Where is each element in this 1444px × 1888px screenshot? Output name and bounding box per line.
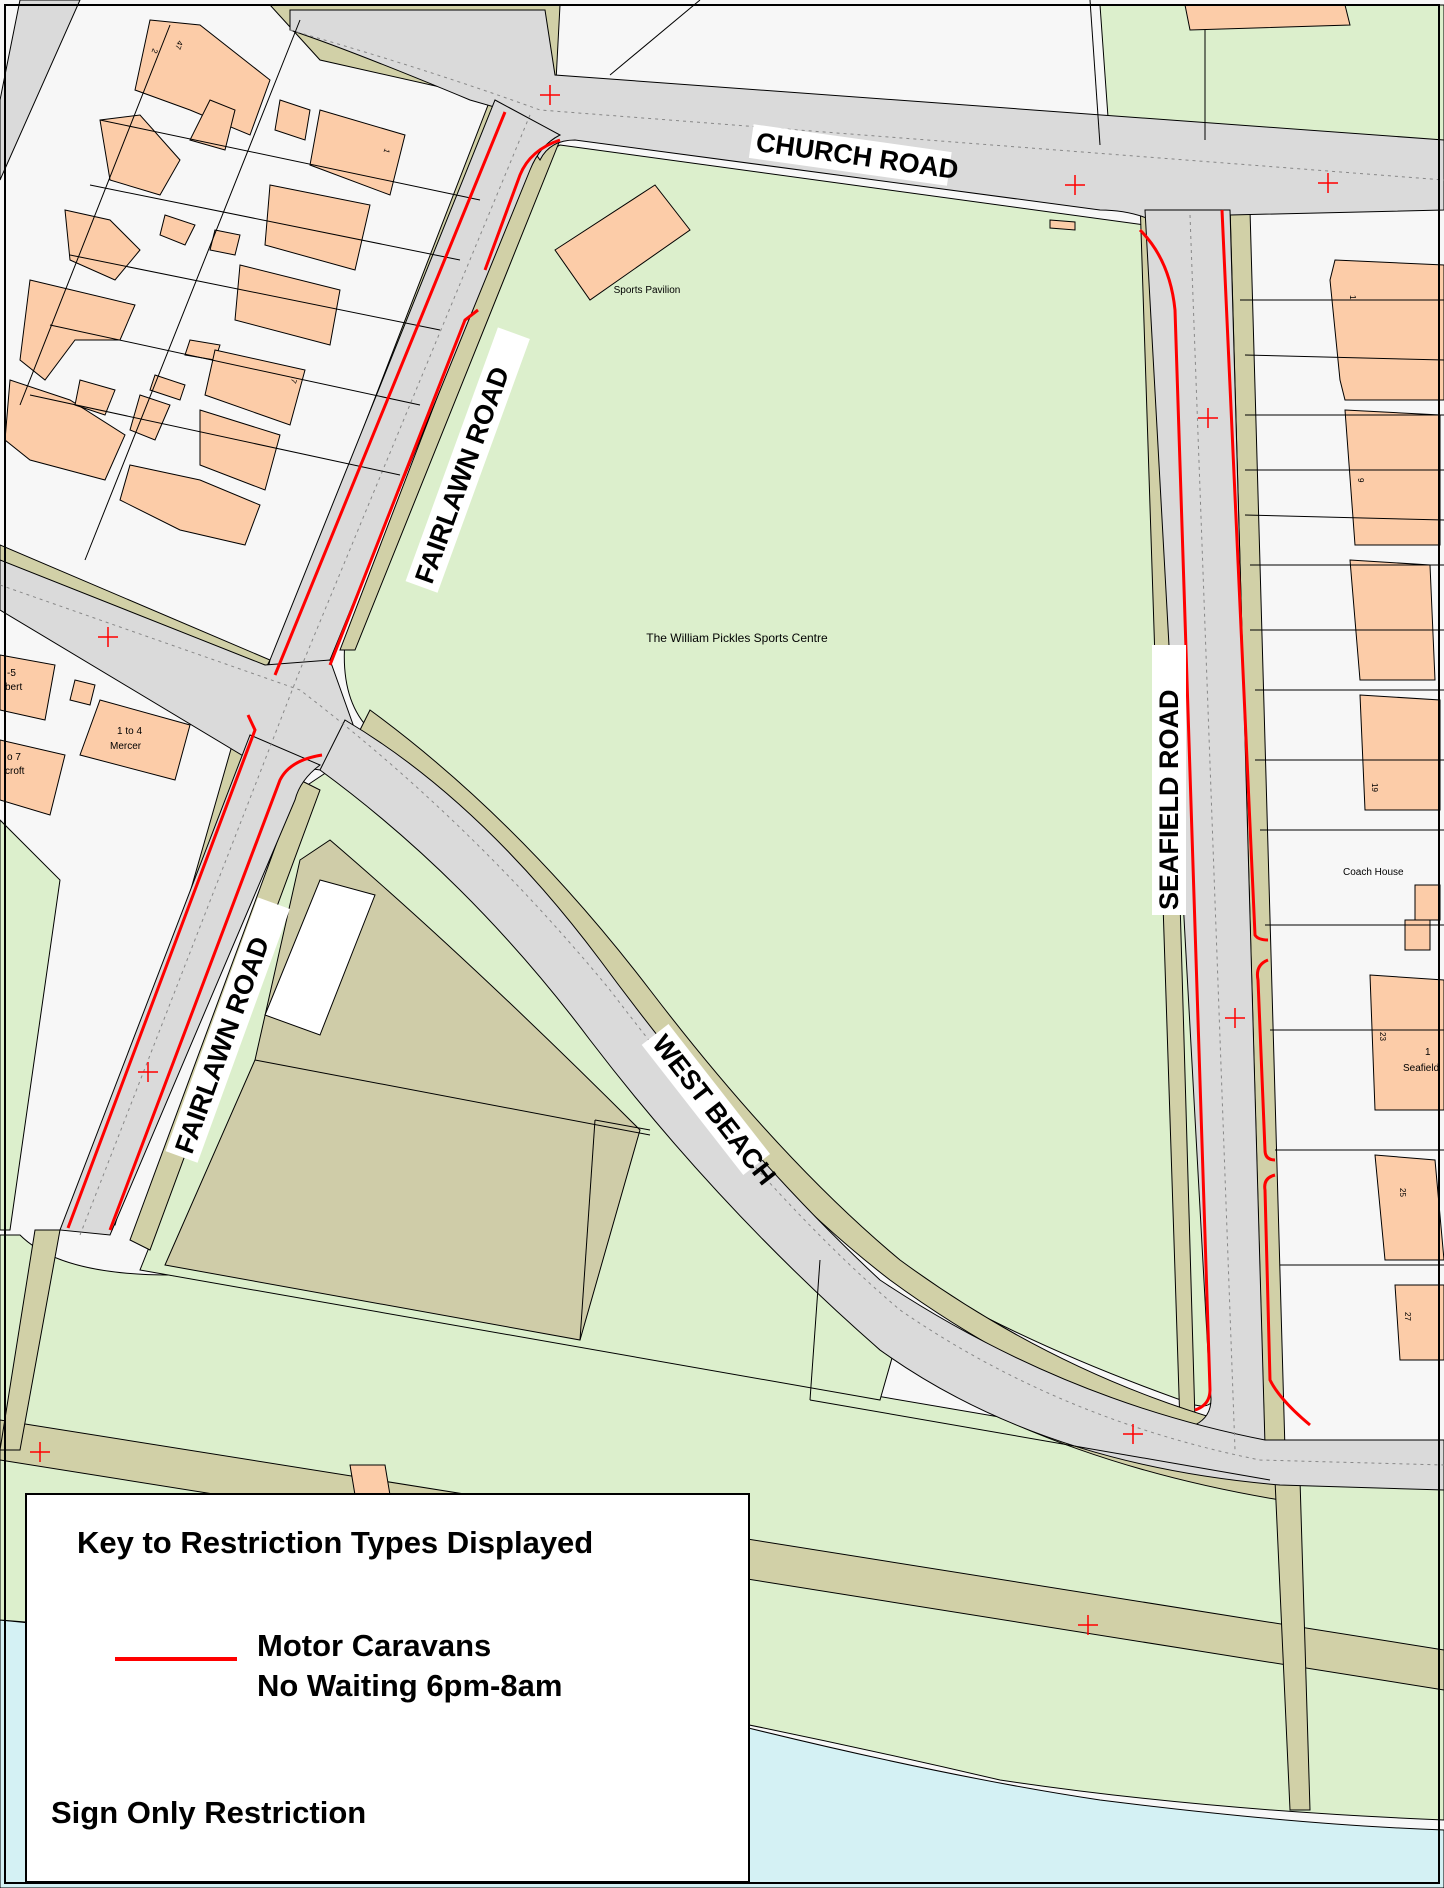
restriction-lines — [66, 111, 1311, 1427]
road-centre-lines — [0, 29, 1444, 1466]
house-number-left-7: 7 — [288, 377, 298, 385]
legend-box: Key to Restriction Types Displayed Motor… — [25, 1493, 750, 1883]
left-top-road-surface — [0, 0, 81, 181]
west-beach-surface — [319, 719, 1444, 1491]
restriction-line — [108, 753, 323, 1231]
legend-no-waiting-label: No Waiting 6pm-8am — [257, 1668, 563, 1703]
house-number-left-1: 1 — [381, 147, 391, 155]
white-building — [264, 879, 376, 1036]
place-label-partial-a1: -5 — [7, 668, 16, 679]
legend-sign-only-label: Sign Only Restriction — [51, 1795, 367, 1830]
buildings-east — [1049, 4, 1444, 1361]
house-number-right-1: 1 — [1348, 295, 1357, 300]
survey-markers — [30, 85, 1338, 1635]
restriction-line — [328, 308, 479, 666]
house-number-right-25: 25 — [1398, 1188, 1407, 1197]
house-number-left-47: 47 — [173, 39, 185, 51]
legend-title: Key to Restriction Types Displayed — [77, 1525, 594, 1560]
fairlawn-road-south-surface — [59, 734, 321, 1236]
legend-restriction-line-swatch — [115, 1657, 237, 1661]
restriction-line — [273, 111, 507, 676]
restriction-line — [1256, 958, 1276, 1162]
house-number-right-23: 23 — [1378, 1032, 1387, 1041]
place-label-mercer-number: 1 to 4 — [117, 726, 142, 737]
road-label-seafield-road: SEAFIELD ROAD — [1154, 689, 1184, 910]
sports-pavilion-building — [554, 184, 691, 301]
place-label-coach-house: Coach House — [1343, 867, 1404, 878]
restriction-line — [1220, 209, 1269, 942]
restriction-line — [66, 714, 257, 1229]
place-label-partial-b2: croft — [5, 766, 25, 777]
house-number-right-19: 19 — [1370, 783, 1379, 792]
place-label-partial-b1: o 7 — [7, 752, 21, 763]
restriction-line — [1138, 228, 1212, 1412]
place-label-partial-seafield-num: 1 — [1425, 1047, 1431, 1058]
place-label-mercer-name: Mercer — [110, 741, 142, 752]
place-label-partial-seafield: Seafield — [1403, 1063, 1439, 1074]
house-number-left-2: 2 — [149, 47, 159, 55]
restriction-line — [1263, 1173, 1311, 1427]
buildings-west — [0, 19, 406, 1496]
place-label-sports-centre: The William Pickles Sports Centre — [646, 631, 828, 645]
map-frame — [4, 4, 1440, 1884]
grass-west — [0, 819, 61, 1231]
plot-boundaries — [19, 0, 1444, 1481]
place-label-partial-a2: bert — [5, 682, 22, 693]
rough-ground — [164, 839, 641, 1341]
restriction-line — [483, 138, 561, 271]
house-number-right-27: 27 — [1403, 1312, 1412, 1321]
house-number-right-9: 9 — [1356, 478, 1365, 483]
legend-motor-caravans-label: Motor Caravans — [257, 1628, 492, 1663]
place-label-sports-pavilion: Sports Pavilion — [614, 285, 681, 296]
